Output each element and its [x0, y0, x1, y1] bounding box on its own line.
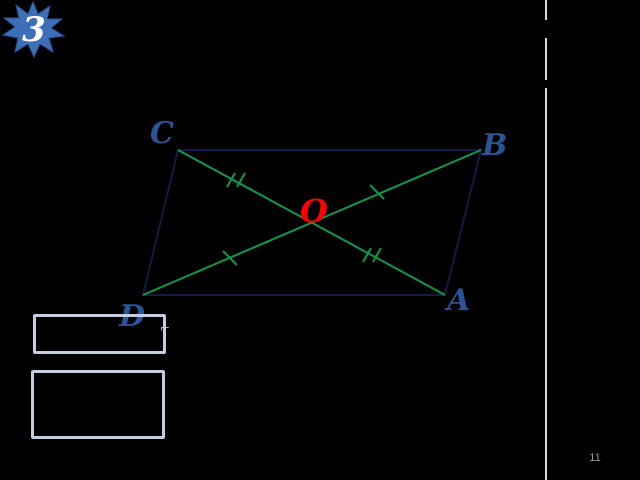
page-number: 11 — [589, 452, 601, 464]
tick-marks-double — [226, 172, 382, 263]
task-number: 3 — [22, 10, 46, 50]
divider-line — [545, 0, 547, 20]
vertex-label-a: A — [444, 283, 470, 318]
divider-line — [545, 88, 547, 480]
answer-box-large[interactable] — [31, 370, 165, 439]
divider-line — [545, 38, 547, 80]
task-number-badge: 3 — [0, 0, 66, 60]
vertex-label-b: B — [481, 128, 507, 163]
diagonal-bd — [142, 149, 482, 296]
answer-box[interactable] — [33, 314, 166, 354]
starburst-icon — [1, 0, 66, 59]
parallelogram-diagram: C B A D O — [118, 116, 507, 334]
tick-marks-single — [222, 184, 385, 266]
vertex-label-c: C — [150, 116, 174, 151]
center-label-o: O — [300, 192, 328, 230]
box-artifact: ⌐ — [160, 321, 171, 335]
